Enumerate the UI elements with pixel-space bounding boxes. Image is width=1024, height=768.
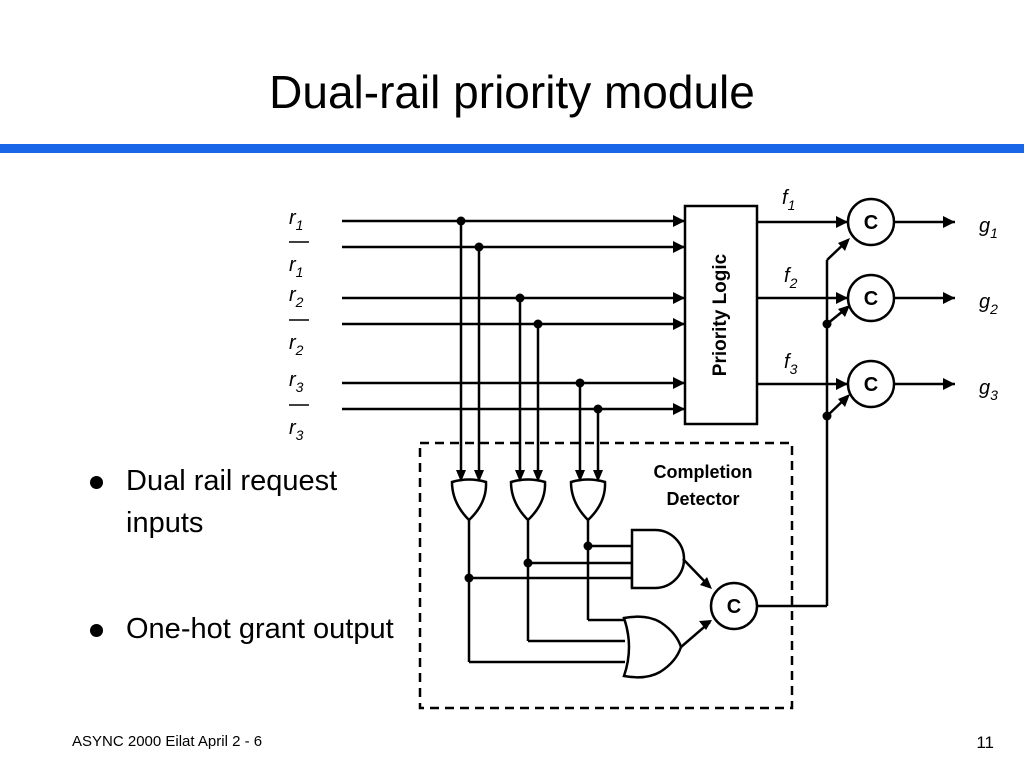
- f-label-3: f3: [784, 351, 798, 377]
- page-number: 11: [976, 733, 994, 752]
- c-label-2: C: [864, 288, 878, 310]
- footer-conference: ASYNC 2000 Eilat April 2 - 6: [72, 733, 263, 750]
- f-label-1: f1: [782, 187, 795, 213]
- c-label-completion: C: [727, 596, 741, 618]
- c-label-1: C: [864, 212, 878, 234]
- or-gate-3: [569, 478, 607, 522]
- bullet-item: One-hot grant output: [88, 608, 408, 650]
- c-element-completion: [709, 581, 759, 631]
- bullet-dot-icon: [90, 624, 103, 637]
- completion-detector-label-line1: Completion: [654, 462, 753, 482]
- input-label-r2-bar: r2: [289, 332, 304, 358]
- input-label-r3: r3: [289, 369, 304, 395]
- completion-detector-box: [418, 441, 794, 710]
- f-label-2: f2: [784, 265, 798, 291]
- input-label-r3-bar: r3: [289, 417, 304, 443]
- bullet-list: Dual rail request inputs One-hot grant o…: [88, 460, 408, 714]
- output-label-g3: g3: [979, 377, 998, 403]
- and-gate: [630, 528, 686, 590]
- output-label-g2: g2: [979, 291, 998, 317]
- input-label-r2: r2: [289, 284, 304, 310]
- slide-title: Dual-rail priority module: [269, 66, 755, 118]
- or-gate-big: [622, 615, 683, 679]
- completion-detector-label-line2: Detector: [666, 489, 739, 509]
- bullet-dot-icon: [90, 476, 103, 489]
- or-gate-1: [450, 478, 488, 522]
- c-label-3: C: [864, 374, 878, 396]
- output-label-g1: g1: [979, 215, 998, 241]
- priority-logic-block: [683, 204, 759, 426]
- bullet-text: Dual rail request inputs: [126, 465, 338, 539]
- bullet-text: One-hot grant output: [126, 613, 394, 645]
- title-rule: [0, 144, 1024, 153]
- input-label-r1: r1: [289, 207, 303, 233]
- input-label-r1-bar: r1: [289, 254, 303, 280]
- or-gate-2: [509, 478, 547, 522]
- priority-logic-label: Priority Logic: [710, 253, 731, 376]
- bullet-item: Dual rail request inputs: [88, 460, 408, 544]
